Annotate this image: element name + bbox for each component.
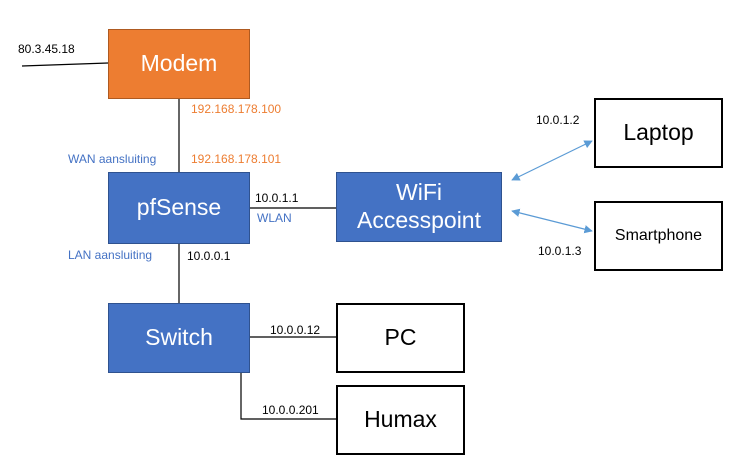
wireless-laptop-arrow: [511, 140, 593, 181]
pc-box: PC: [336, 303, 465, 373]
internet-uplink-line: [21, 62, 109, 67]
modem-box: Modem: [108, 29, 250, 99]
pfsense-wlan-ip-label: 10.0.1.1: [255, 191, 299, 205]
laptop-ip-label: 10.0.1.2: [536, 113, 580, 127]
laptop-box: Laptop: [594, 98, 723, 168]
modem-external-ip-label: 80.3.45.18: [18, 42, 75, 56]
pfsense-label: pfSense: [136, 194, 222, 221]
humax-label: Humax: [364, 406, 437, 433]
accesspoint-label-line2: Accesspoint: [356, 207, 481, 233]
pc-ip-label: 10.0.0.12: [270, 323, 321, 337]
switch-humax-line: [240, 373, 336, 420]
lan-port-label: LAN aansluiting: [68, 248, 153, 262]
wlan-label: WLAN: [257, 211, 292, 225]
pfsense-lan-ip-label: 10.0.0.1: [187, 249, 231, 263]
modem-label: Modem: [140, 50, 218, 77]
switch-box: Switch: [108, 303, 250, 373]
smartphone-label: Smartphone: [614, 227, 703, 245]
pfsense-wan-ip-label: 192.168.178.101: [191, 152, 282, 166]
wan-port-label: WAN aansluiting: [68, 152, 157, 166]
laptop-label: Laptop: [623, 119, 694, 146]
pfsense-box: pfSense: [108, 172, 250, 244]
wireless-smartphone-arrow: [511, 208, 593, 234]
smartphone-box: Smartphone: [594, 201, 723, 271]
humax-ip-label: 10.0.0.201: [262, 403, 319, 417]
pc-label: PC: [384, 324, 417, 351]
accesspoint-label-line1: WiFi: [396, 179, 442, 206]
humax-box: Humax: [336, 385, 465, 455]
switch-label: Switch: [145, 324, 213, 351]
smartphone-ip-label: 10.0.1.3: [538, 244, 582, 258]
modem-lan-ip-label: 192.168.178.100: [191, 102, 282, 116]
accesspoint-box: WiFi Accesspoint: [336, 172, 502, 242]
